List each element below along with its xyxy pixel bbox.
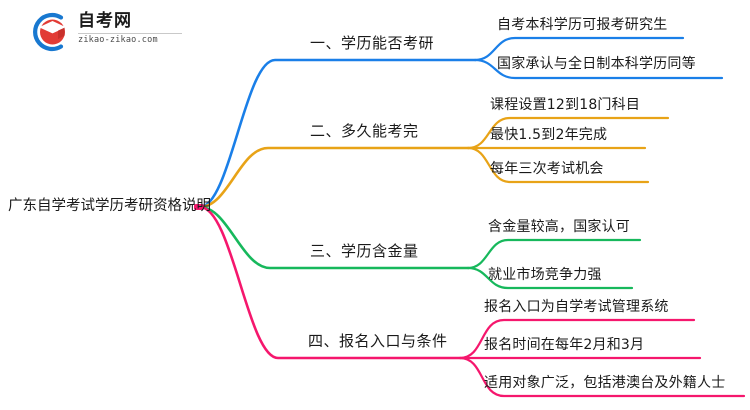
mindmap-root-title: 广东自学考试学历考研资格说明 — [8, 198, 211, 214]
branch-1-leaf-2[interactable]: 国家承认与全日制本科学历同等 — [497, 56, 696, 72]
branch-label-3[interactable]: 三、学历含金量 — [310, 242, 419, 260]
branch-1-leaf-1[interactable]: 自考本科学历可报考研究生 — [497, 17, 668, 33]
branch-label-2[interactable]: 二、多久能考完 — [310, 122, 419, 140]
branch-3-trunk — [198, 205, 470, 270]
branch-4-leaf-1[interactable]: 报名入口为自学考试管理系统 — [484, 299, 669, 315]
branch-1-leaf-2-wire — [473, 58, 724, 80]
logo-url: zikao-zikao.com — [78, 35, 158, 45]
branch-2-trunk — [198, 146, 470, 209]
root-hub — [194, 204, 204, 210]
branch-2-leaf-3-wire — [466, 146, 650, 184]
branch-2-leaf-3[interactable]: 每年三次考试机会 — [490, 161, 604, 177]
branch-label-1[interactable]: 一、学历能否考研 — [310, 34, 435, 52]
logo-name-cn: 自考网 — [78, 11, 132, 31]
branch-4-leaf-3[interactable]: 适用对象广泛，包括港澳台及外籍人士 — [484, 375, 726, 391]
branch-3-leaf-2[interactable]: 就业市场竞争力强 — [488, 267, 602, 283]
branch-4-leaf-2[interactable]: 报名时间在每年2月和3月 — [484, 337, 645, 353]
logo-divider — [78, 33, 182, 34]
branch-3-leaf-1[interactable]: 含金量较高，国家认可 — [488, 219, 630, 235]
logo-wordmark: 自考网 zikao-zikao.com — [78, 11, 188, 46]
branch-3-leaf-2-wire — [466, 266, 634, 290]
branch-2-leaf-2[interactable]: 最快1.5到2年完成 — [490, 127, 608, 143]
branch-2-leaf-1[interactable]: 课程设置12到18门科目 — [490, 97, 641, 113]
branch-3-leaf-1-wire — [466, 238, 642, 270]
branch-4-trunk — [198, 205, 462, 360]
branch-1-leaf-1-wire — [473, 36, 685, 62]
branch-4-leaf-1-wire — [458, 318, 696, 360]
graduation-cap-logo-icon — [33, 12, 66, 52]
site-logo: 自考网 zikao-zikao.com — [28, 8, 188, 56]
branch-label-4[interactable]: 四、报名入口与条件 — [308, 332, 448, 350]
branch-1-trunk — [198, 58, 477, 209]
branch-4-leaf-3-wire — [458, 356, 746, 398]
